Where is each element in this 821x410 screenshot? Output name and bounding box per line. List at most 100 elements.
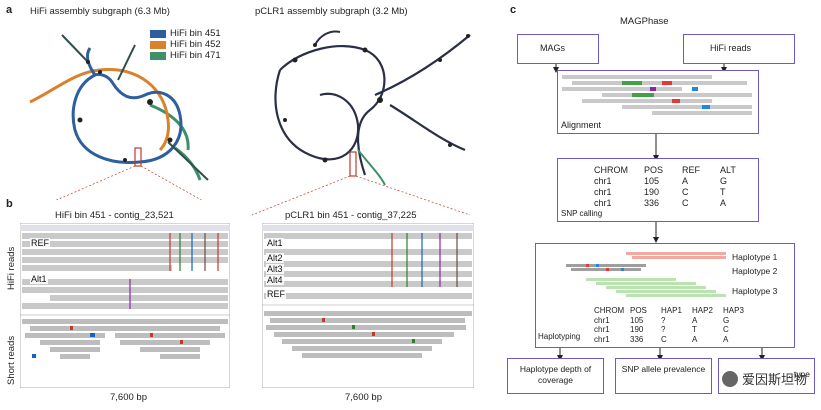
dark-edge-2 xyxy=(117,44,136,81)
hap-table: CHROM POS HAP1 HAP2 HAP3 chr1 105 ? A G … xyxy=(594,306,754,344)
output-prevalence-box: SNP allele prevalence xyxy=(615,358,712,394)
legend-item-452: HiFi bin 452 xyxy=(150,39,221,50)
output-third-label: …type xyxy=(785,369,810,379)
hap-cell: 105 xyxy=(630,315,644,325)
hifi-reads-label: HiFi reads xyxy=(6,246,17,290)
pclr-branch-top xyxy=(314,30,341,46)
pclr-loop-upper xyxy=(279,45,386,176)
snp-cell: C xyxy=(682,187,689,197)
hap-col-hap2: HAP2 xyxy=(692,306,713,315)
legend-item-471: HiFi bin 471 xyxy=(150,50,221,61)
output-depth-label: Haplotype depth of coverage xyxy=(519,364,592,385)
hap-col-hap1: HAP1 xyxy=(661,306,682,315)
hap-col-hap3: HAP3 xyxy=(723,306,744,315)
output-prevalence-label: SNP allele prevalence xyxy=(621,364,706,374)
hap-cell: A xyxy=(723,334,729,344)
snp-cell: G xyxy=(720,176,728,186)
snp-cell: C xyxy=(682,198,689,208)
snp-col-chrom: CHROM xyxy=(594,165,628,175)
hap-cell: T xyxy=(692,325,697,334)
hap-row: chr1 336 C A A xyxy=(594,335,754,345)
pclr-highlight-box xyxy=(349,151,357,177)
hifi-highlight-box xyxy=(134,147,142,167)
snp-col-alt: ALT xyxy=(720,165,736,175)
bin-legend: HiFi bin 451 HiFi bin 452 HiFi bin 471 xyxy=(150,28,221,61)
hap-cell: chr1 xyxy=(594,325,610,334)
legend-swatch-471 xyxy=(150,51,166,60)
pclr-subgraph-title: pCLR1 assembly subgraph (3.2 Mb) xyxy=(255,6,408,17)
right-scale: 7,600 bp xyxy=(345,392,382,403)
haplotyping-box: Haplotype 1 Haplotype 2 Haplotype 3 CHRO… xyxy=(535,243,795,348)
hap-cell: ? xyxy=(661,315,666,325)
snp-cell: A xyxy=(720,198,727,208)
alignment-box: Alignment xyxy=(557,70,759,134)
watermark-logo-icon xyxy=(721,370,738,387)
hap-row: chr1 105 ? A G xyxy=(594,316,754,326)
left-label-alt1: Alt1 xyxy=(30,274,48,284)
snp-col-ref: REF xyxy=(682,165,700,175)
alignment-label: Alignment xyxy=(561,120,602,130)
pclr-branch-right2 xyxy=(389,104,466,152)
mags-box: MAGs xyxy=(517,34,599,64)
snp-cell: A xyxy=(682,176,689,186)
hifi-assembly-graph xyxy=(29,34,209,200)
hap-cell: ? xyxy=(661,325,666,334)
hap-col-chrom: CHROM xyxy=(594,306,625,315)
panel-b-letter: b xyxy=(6,198,13,210)
blue-loop xyxy=(71,72,183,165)
right-igv-view xyxy=(262,223,474,388)
hifi-reads-box-label: HiFi reads xyxy=(710,43,752,53)
snp-row: chr1 105 A G xyxy=(594,176,758,187)
left-label-ref: REF xyxy=(30,238,50,248)
haplotype-2-label: Haplotype 2 xyxy=(732,266,778,276)
snp-calling-label: SNP calling xyxy=(561,209,603,218)
hap-row: chr1 190 ? T C xyxy=(594,325,754,335)
dark-edge-1 xyxy=(61,34,89,63)
snp-header: CHROM POS REF ALT xyxy=(594,165,758,176)
hifi-subgraph-title: HiFi assembly subgraph (6.3 Mb) xyxy=(30,6,170,17)
hap-header: CHROM POS HAP1 HAP2 HAP3 xyxy=(594,306,754,316)
hifi-reads-box: HiFi reads xyxy=(683,34,795,64)
snp-cell: 336 xyxy=(644,198,660,208)
haplotype-1-label: Haplotype 1 xyxy=(732,252,778,262)
legend-label-451: HiFi bin 451 xyxy=(170,28,221,39)
left-contig-title: HiFi bin 451 - contig_23,521 xyxy=(55,210,174,221)
panel-c-letter: c xyxy=(510,4,517,16)
hap-cell: chr1 xyxy=(594,315,610,325)
snp-row: chr1 336 C A xyxy=(594,198,758,209)
hap-cell: A xyxy=(692,334,698,344)
alignment-reads xyxy=(562,75,752,115)
hap-cell: 190 xyxy=(630,325,644,334)
pclr-green-edge xyxy=(357,149,386,186)
hap-cell: chr1 xyxy=(594,334,610,344)
right-contig-title: pCLR1 bin 451 - contig_37,225 xyxy=(285,210,417,221)
left-scale: 7,600 bp xyxy=(110,392,147,403)
hap-cell: G xyxy=(723,315,730,325)
hap-cell: C xyxy=(661,334,667,344)
pclr-assembly-graph xyxy=(251,30,471,216)
snp-table: CHROM POS REF ALT chr1 105 A G chr1 190 … xyxy=(594,165,758,209)
magphase-title: MAGPhase xyxy=(620,16,669,27)
pclr-branch-right xyxy=(374,34,471,97)
haplotyping-label: Haplotyping xyxy=(538,332,581,341)
snp-cell: chr1 xyxy=(594,198,612,208)
right-label-alt1: Alt1 xyxy=(266,238,284,248)
short-reads-label: Short reads xyxy=(6,335,17,385)
hap-cell: 336 xyxy=(630,334,644,344)
snp-cell: chr1 xyxy=(594,187,612,197)
right-label-ref: REF xyxy=(266,289,286,299)
hap-col-pos: POS xyxy=(630,306,647,315)
orange-edge xyxy=(29,68,170,152)
legend-swatch-451 xyxy=(150,29,166,38)
dark-edge-3 xyxy=(167,141,209,181)
legend-swatch-452 xyxy=(150,40,166,49)
left-igv-view xyxy=(20,223,230,388)
snp-col-pos: POS xyxy=(644,165,664,175)
hap-cell: C xyxy=(723,325,729,334)
watermark-text: 爱因斯坦物 xyxy=(741,372,807,387)
panel-a-letter: a xyxy=(6,4,13,16)
mags-label: MAGs xyxy=(540,43,566,53)
right-label-alt3: Alt3 xyxy=(266,264,284,274)
snp-row: chr1 190 C T xyxy=(594,187,758,198)
snp-cell: T xyxy=(720,187,726,197)
